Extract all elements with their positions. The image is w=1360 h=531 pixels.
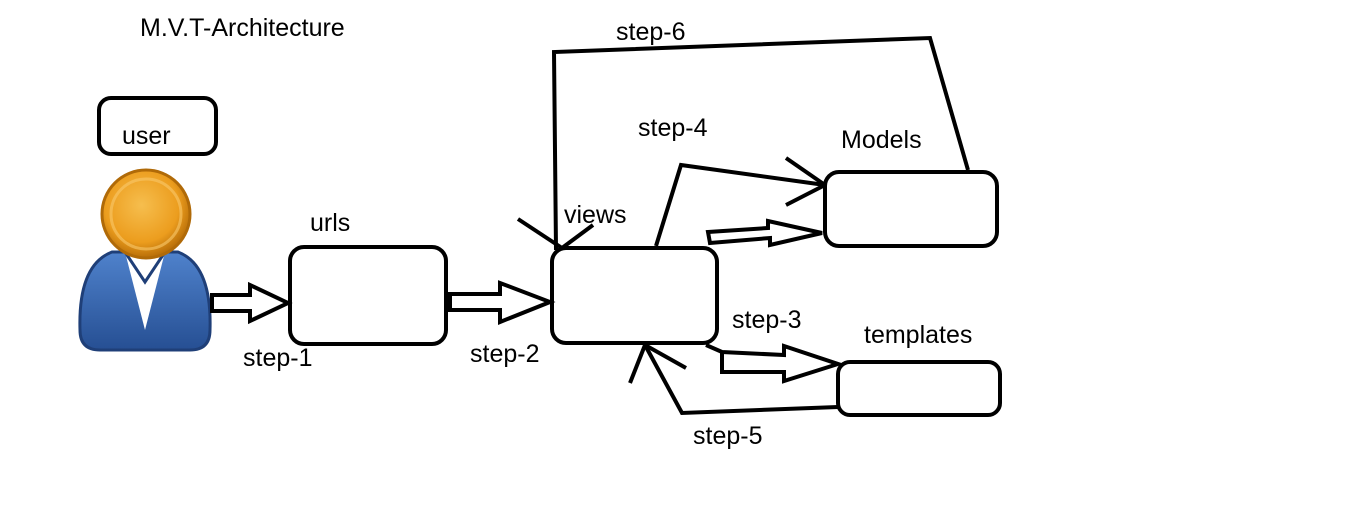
- user-label-box: [97, 96, 218, 156]
- urls-label: urls: [310, 209, 351, 237]
- step-5-arrow: [628, 343, 839, 416]
- step-5-label: step-5: [693, 422, 763, 450]
- step-6-label: step-6: [616, 18, 686, 46]
- step-3-label: step-3: [732, 306, 802, 334]
- step-3-arrow: [705, 343, 845, 384]
- views-label: views: [564, 201, 627, 229]
- step-2-arrow: [448, 280, 556, 325]
- step-4-label: step-4: [638, 114, 708, 142]
- step-6-arrow: [516, 35, 970, 251]
- step-2-label: step-2: [470, 340, 540, 368]
- step-4-arrow: [654, 156, 827, 247]
- urls-box: [288, 245, 448, 346]
- step-1-arrow: [210, 281, 293, 325]
- user-label: user: [122, 122, 171, 150]
- models-label: Models: [841, 126, 922, 154]
- views-box: [550, 246, 719, 345]
- user-person-icon: [78, 168, 212, 352]
- models-box: [823, 170, 999, 248]
- step-1-label: step-1: [243, 344, 313, 372]
- views-to-models-arrow: [705, 218, 823, 248]
- diagram-title: M.V.T-Architecture: [140, 14, 345, 42]
- templates-label: templates: [864, 321, 973, 349]
- templates-box: [836, 360, 1002, 417]
